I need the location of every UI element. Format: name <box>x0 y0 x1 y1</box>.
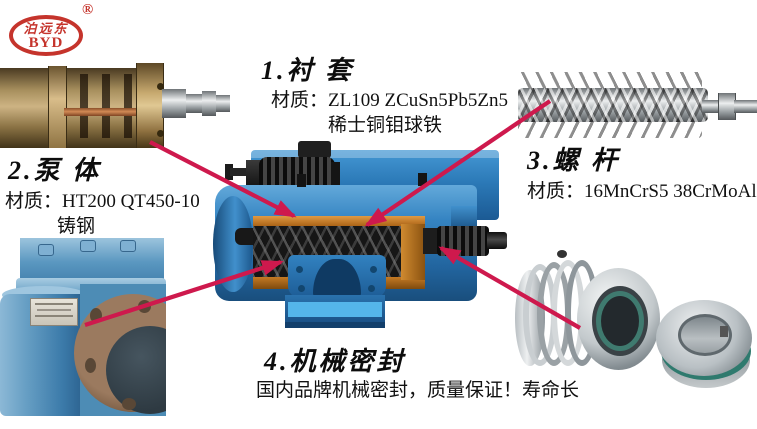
flange-hole-1 <box>90 308 102 323</box>
base-pedestal <box>285 295 385 322</box>
callout-bushing-material-2: 稀士铜钼球铁 <box>328 115 443 136</box>
callout-seal-description: 国内品牌机械密封，质量保证！寿命长 <box>256 380 580 401</box>
logo-oval: 泊远东 BYD <box>9 15 83 56</box>
flange-hole-2 <box>138 300 151 313</box>
flange-hole-3 <box>85 358 96 373</box>
valve-top-cap <box>298 141 331 158</box>
mounting-foot <box>288 255 386 298</box>
screw-set-photo <box>518 70 757 142</box>
foot-hole-3 <box>298 285 305 292</box>
seat-notch <box>720 326 728 337</box>
left-shaft-stub <box>235 228 257 245</box>
gland-blue-block <box>451 206 477 228</box>
nameplate <box>30 298 78 326</box>
drive-shaft-tip <box>487 232 507 249</box>
casting-bolt-1 <box>38 244 54 256</box>
shaft-segment-1 <box>162 89 186 118</box>
foot-arch <box>313 259 361 297</box>
screw-shaft-rod-a <box>702 100 720 113</box>
foot-hole-1 <box>296 266 303 273</box>
logo-brand-en: BYD <box>28 35 64 51</box>
copper-rod <box>64 108 146 116</box>
pump-cutaway-render <box>213 140 508 328</box>
casting-bolt-3 <box>120 240 136 252</box>
flange-pin-top <box>157 83 164 90</box>
seal-teal-oring <box>596 291 644 351</box>
bushing-cage-slots <box>66 74 138 138</box>
bushing-ring <box>48 66 67 148</box>
shaft-segment-4 <box>216 95 230 112</box>
bushing-strip-top <box>253 216 425 227</box>
valve-end-disc <box>331 162 340 193</box>
flange-hole-4 <box>122 398 136 410</box>
pedestal-light-band <box>288 302 382 317</box>
callout-pump-body-material-2: 铸钢 <box>57 216 96 237</box>
seat-bore <box>678 314 732 356</box>
callout-pump-body-material: 材质：HT200 QT450-10 <box>5 191 200 212</box>
callout-bushing-material: 材质：ZL109 ZCuSn5Pb5Zn5 <box>271 90 508 111</box>
pump-body-photo <box>0 238 166 416</box>
callout-bushing-title: 1.衬 套 <box>261 56 355 85</box>
logo-brand-cn: 泊远东 <box>23 21 69 36</box>
casing-bolt-1 <box>297 174 306 187</box>
seal-gland-ribs <box>437 226 489 256</box>
mechanical-seal-photo <box>515 248 660 378</box>
bushing-cartridge-photo <box>0 62 230 148</box>
brand-logo: 泊远东 BYD ® <box>0 0 110 62</box>
registered-trademark-icon: ® <box>82 2 94 18</box>
callout-pump-body-title: 2.泵 体 <box>8 156 102 185</box>
casting-bolt-2 <box>80 240 96 252</box>
screw-shaft-rod-b <box>734 100 757 113</box>
seal-seat-photo <box>656 298 756 392</box>
shaft-segment-3 <box>202 91 216 116</box>
flange-pin-bottom <box>157 130 164 137</box>
seal-set-screw <box>557 250 567 258</box>
shaft-segment-2 <box>186 94 202 113</box>
base-plate-edge <box>285 322 385 328</box>
callout-screw-material: 材质：16MnCrS5 38CrMoAl <box>527 181 757 202</box>
callout-seal-title: 4.机械密封 <box>264 347 406 376</box>
bushing-block-right <box>401 224 425 280</box>
casing-bolt-2 <box>418 173 427 186</box>
screw-middle <box>518 88 708 122</box>
foot-hole-2 <box>370 266 377 273</box>
foot-hole-4 <box>368 285 375 292</box>
callout-screw-title: 3.螺 杆 <box>527 146 621 175</box>
